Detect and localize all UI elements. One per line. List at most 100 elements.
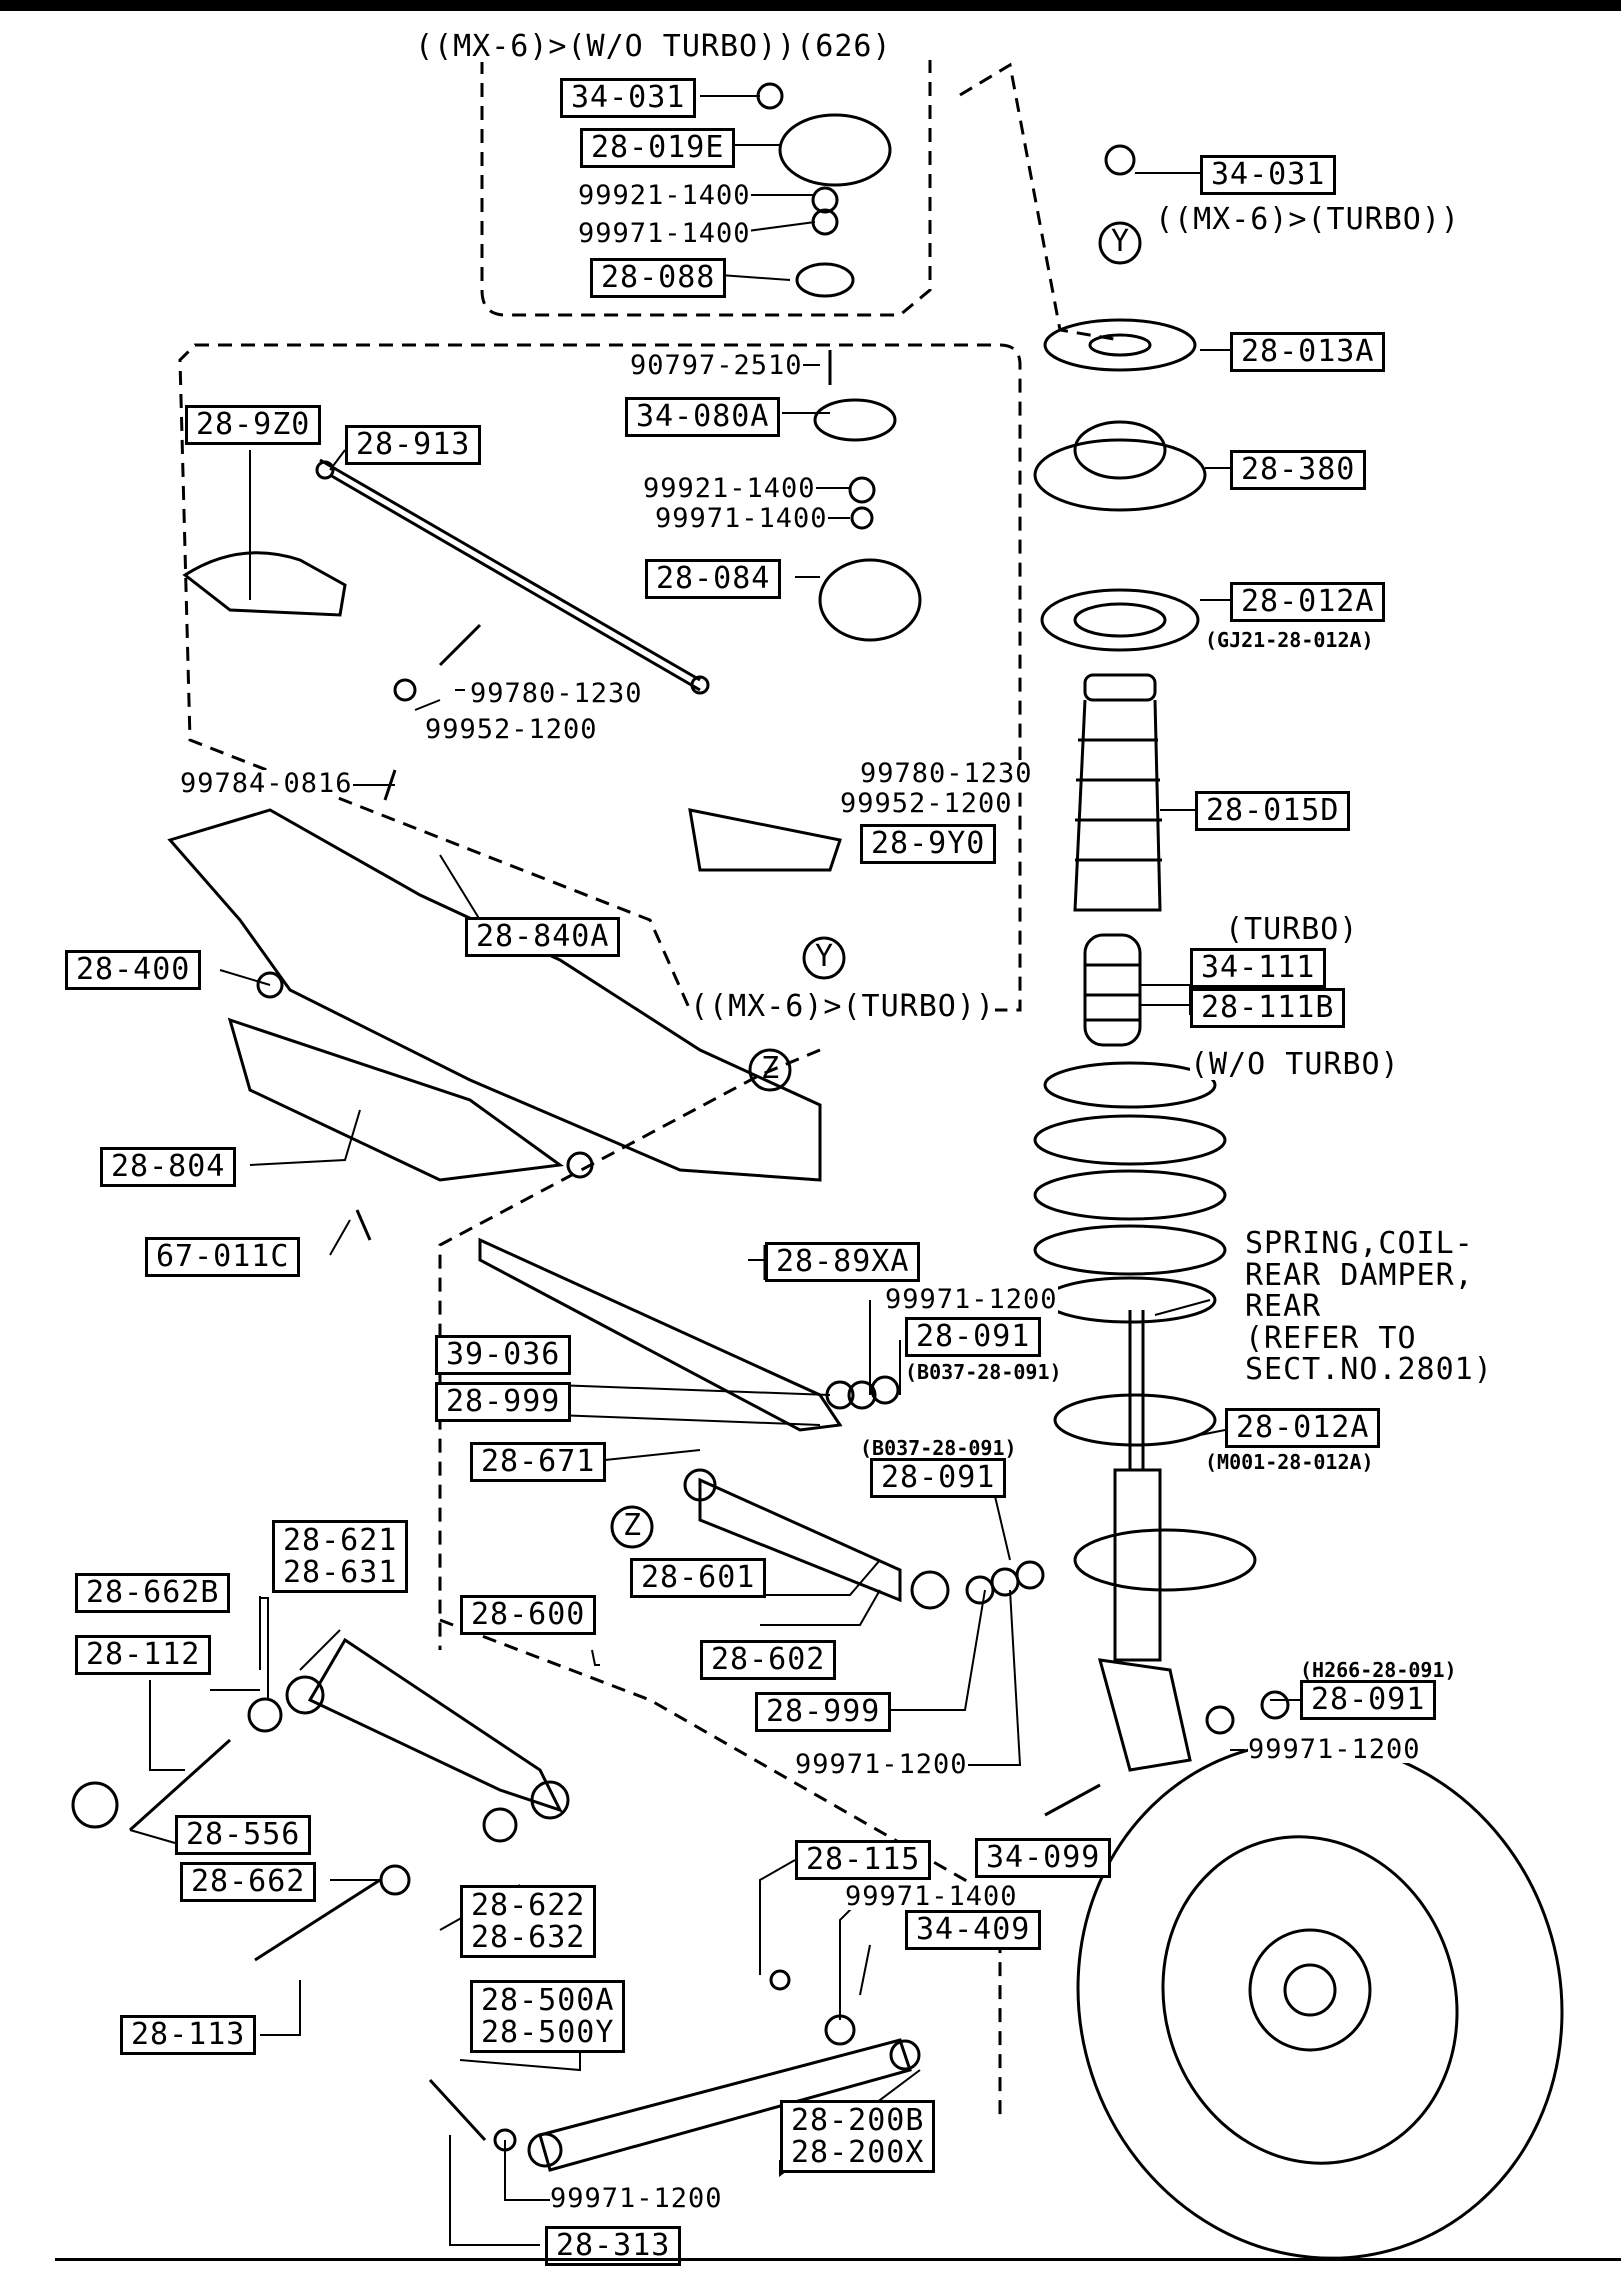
stabilizer-bar-drawing: [315, 458, 710, 695]
part-28-015D[interactable]: 28-015D: [1195, 791, 1351, 831]
marker-y-upper: Y: [1111, 224, 1131, 259]
part-99952-1200-right[interactable]: 99952-1200: [840, 788, 1013, 819]
part-28-500A-500Y[interactable]: 28-500A 28-500Y: [470, 1980, 626, 2053]
strut-body-drawing: [1053, 1310, 1257, 1772]
part-28-89XA[interactable]: 28-89XA: [765, 1242, 921, 1282]
part-99971-1200-lower[interactable]: 99971-1200: [550, 2183, 723, 2214]
part-28-013A[interactable]: 28-013A: [1230, 332, 1386, 372]
part-28-380[interactable]: 28-380: [1230, 450, 1367, 490]
note-line-1: SPRING,COIL-: [1245, 1226, 1474, 1261]
part-90797-2510[interactable]: 90797-2510: [630, 350, 803, 381]
part-34-409[interactable]: 34-409: [905, 1910, 1042, 1950]
part-28-111B[interactable]: 28-111B: [1190, 988, 1346, 1028]
part-99971-1200-upper[interactable]: 99971-1200: [885, 1284, 1058, 1315]
part-28-602[interactable]: 28-602: [700, 1640, 837, 1680]
part-28-115[interactable]: 28-115: [795, 1840, 932, 1880]
part-28-500A: 28-500A: [481, 1983, 615, 2018]
ref-gj21-28-012A: (GJ21-28-012A): [1205, 628, 1374, 652]
part-34-031-upper[interactable]: 34-031: [560, 78, 697, 118]
part-28-662[interactable]: 28-662: [180, 1862, 317, 1902]
part-28-091-lower[interactable]: 28-091: [1300, 1680, 1437, 1720]
part-34-031-right[interactable]: 34-031: [1200, 155, 1337, 195]
marker-y-lower: Y: [815, 939, 835, 974]
part-28-999-lower[interactable]: 28-999: [755, 1692, 892, 1732]
top-border: [0, 0, 1621, 11]
note-line-2: REAR DAMPER,: [1245, 1257, 1474, 1293]
marker-circles: [610, 221, 1142, 1549]
part-28-9Y0[interactable]: 28-9Y0: [860, 824, 997, 864]
part-28-012A-lower[interactable]: 28-012A: [1225, 1408, 1381, 1448]
note-line-3: REAR: [1245, 1289, 1322, 1324]
part-28-088[interactable]: 28-088: [590, 258, 727, 298]
stabilizer-bracket-drawing: [182, 551, 842, 872]
part-34-080A[interactable]: 34-080A: [625, 397, 781, 437]
part-28-9Z0[interactable]: 28-9Z0: [185, 405, 322, 445]
part-99971-1400-lower[interactable]: 99971-1400: [845, 1881, 1018, 1912]
part-28-840A[interactable]: 28-840A: [465, 917, 621, 957]
part-28-556[interactable]: 28-556: [175, 1815, 312, 1855]
marker-z-lower: Z: [623, 1508, 643, 1543]
part-28-112[interactable]: 28-112: [75, 1635, 212, 1675]
part-28-084[interactable]: 28-084: [645, 559, 782, 599]
part-99784-0816[interactable]: 99784-0816: [180, 768, 353, 799]
note-line-5: SECT.NO.2801): [1245, 1352, 1493, 1387]
part-28-400[interactable]: 28-400: [65, 950, 202, 990]
lateral-link-drawing: [683, 1468, 950, 1610]
part-99921-1400-middle[interactable]: 99921-1400: [643, 473, 816, 504]
part-28-200B-200X[interactable]: 28-200B 28-200X: [780, 2100, 936, 2173]
part-28-621-631[interactable]: 28-621 28-631: [272, 1520, 409, 1593]
part-99921-1400-upper[interactable]: 99921-1400: [578, 180, 751, 211]
part-28-632: 28-632: [471, 1919, 586, 1955]
condition-turbo: (TURBO): [1225, 912, 1359, 947]
strut-top-mount-drawing: [1033, 144, 1207, 652]
ref-b037-28-091-middle: (B037-28-091): [860, 1436, 1017, 1460]
part-28-622-632[interactable]: 28-622 28-632: [460, 1885, 597, 1958]
bump-stop-drawing: [1083, 933, 1142, 1047]
bottom-border: [55, 2258, 1621, 2261]
ref-m001-28-012A: (M001-28-012A): [1205, 1450, 1374, 1474]
part-28-913[interactable]: 28-913: [345, 425, 482, 465]
part-28-600[interactable]: 28-600: [460, 1595, 597, 1635]
spring-damper-note: SPRING,COIL- REAR DAMPER, REAR (REFER TO…: [1245, 1228, 1493, 1386]
part-28-113[interactable]: 28-113: [120, 2015, 257, 2055]
part-67-011C[interactable]: 67-011C: [145, 1237, 301, 1277]
part-34-111[interactable]: 34-111: [1190, 948, 1327, 988]
ref-h266-28-091: (H266-28-091): [1300, 1658, 1457, 1682]
bolts-and-washers-drawing: [71, 82, 1290, 2152]
part-28-019E[interactable]: 28-019E: [580, 128, 736, 168]
marker-z-upper: Z: [761, 1051, 781, 1086]
ref-b037-28-091-upper: (B037-28-091): [905, 1360, 1062, 1384]
part-28-091-middle[interactable]: 28-091: [870, 1458, 1007, 1498]
part-28-500Y: 28-500Y: [481, 2014, 615, 2050]
leader-dashed-upper: [959, 62, 1121, 342]
part-99780-1230-right[interactable]: 99780-1230: [860, 758, 1033, 789]
part-99971-1200-middle[interactable]: 99971-1200: [795, 1749, 968, 1780]
part-28-621: 28-621: [283, 1523, 398, 1558]
part-28-012A-upper[interactable]: 28-012A: [1230, 582, 1386, 622]
part-28-662B[interactable]: 28-662B: [75, 1573, 231, 1613]
part-28-631: 28-631: [283, 1554, 398, 1590]
lower-arm-drawing: [285, 1637, 570, 1843]
condition-wo-turbo: (W/O TURBO): [1190, 1047, 1400, 1082]
part-28-671[interactable]: 28-671: [470, 1442, 607, 1482]
part-39-036[interactable]: 39-036: [435, 1335, 572, 1375]
part-28-601[interactable]: 28-601: [630, 1558, 767, 1598]
part-99971-1200-right[interactable]: 99971-1200: [1248, 1734, 1421, 1765]
part-34-099[interactable]: 34-099: [975, 1838, 1112, 1878]
wheel-hub-drawing: [1076, 1740, 1564, 2260]
part-28-091-upper[interactable]: 28-091: [905, 1317, 1042, 1357]
coil-spring-drawing: [1033, 1061, 1227, 1324]
mx6-turbo-group-outline: [178, 343, 1022, 1012]
part-99780-1230-left[interactable]: 99780-1230: [470, 678, 643, 709]
part-99971-1400-middle[interactable]: 99971-1400: [655, 503, 828, 534]
part-28-622: 28-622: [471, 1888, 586, 1923]
condition-mx6-wo-turbo-626: ((MX-6)>(W/O TURBO))(626): [415, 29, 892, 64]
part-99952-1200-left[interactable]: 99952-1200: [425, 714, 598, 745]
mx6-wo-turbo-group-outline: [480, 60, 932, 317]
leader-lines: [129, 95, 1300, 2246]
part-28-804[interactable]: 28-804: [100, 1147, 237, 1187]
part-28-999-upper[interactable]: 28-999: [435, 1382, 572, 1422]
rear-lateral-link-drawing: [527, 2038, 921, 2172]
part-99971-1400-upper[interactable]: 99971-1400: [578, 218, 751, 249]
